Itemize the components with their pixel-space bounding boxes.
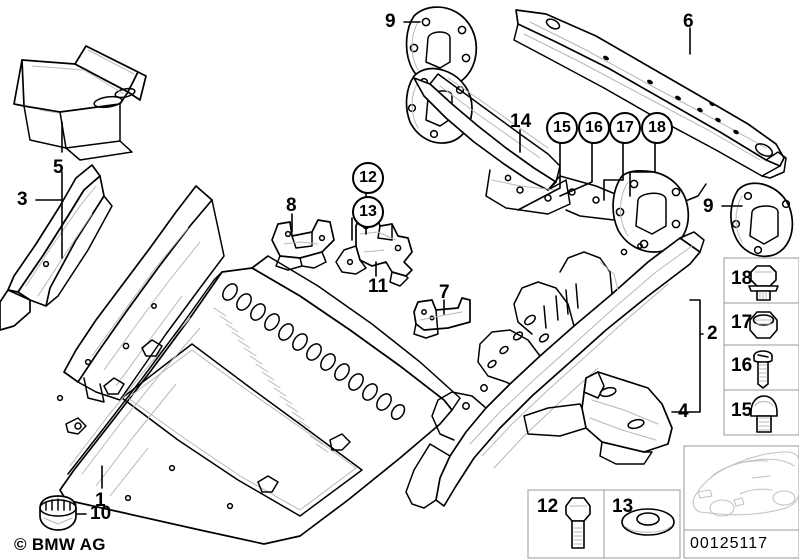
- callout-17-circled: 17: [609, 112, 641, 144]
- callout-5: 5: [53, 157, 64, 178]
- leader-lines: [35, 21, 743, 515]
- callout-9-upper: 9: [385, 11, 396, 32]
- hex-flange-bolt-icon: [748, 265, 779, 301]
- callout-12-circled: 12: [352, 162, 384, 194]
- callout-16-circled: 16: [578, 112, 610, 144]
- callout-2: 2: [707, 323, 718, 344]
- hex-bolt-icon: [565, 497, 591, 549]
- callout-15-circled: 15: [546, 112, 578, 144]
- callout-7: 7: [439, 282, 450, 303]
- callout-14: 14: [510, 111, 532, 132]
- callout-3: 3: [17, 189, 28, 210]
- round-head-bolt-icon: [750, 395, 778, 433]
- fastener-legend-bottom-frame: [527, 489, 681, 559]
- part-10-grommet-clip: [39, 495, 77, 531]
- part-8-small-bracket-left: [271, 219, 335, 271]
- legend-num-16: 16: [731, 355, 753, 376]
- left-rail-lower-section: [0, 289, 31, 331]
- part-7-small-bracket-right: [413, 297, 471, 339]
- bmw-copyright: © BMW AG: [14, 535, 106, 554]
- legend-num-12: 12: [537, 496, 559, 517]
- legend-num-17: 17: [731, 312, 753, 333]
- hex-nut-icon: [749, 311, 778, 339]
- part-1-floor-panel: [56, 255, 461, 545]
- callout-9-right: 9: [703, 196, 714, 217]
- callout-10: 10: [90, 503, 112, 524]
- washer-icon: [621, 508, 675, 536]
- part-9-mounting-plate-upper: [405, 6, 478, 88]
- slotted-screw-icon: [753, 350, 773, 389]
- legend-num-13: 13: [612, 496, 634, 517]
- lightening-holes: [222, 283, 406, 420]
- fastener-legend-right-frame: [723, 257, 799, 436]
- car-silhouette-icon: [683, 445, 799, 559]
- part-2-right-side-member: [405, 231, 705, 509]
- part-3-left-side-member: [7, 164, 113, 307]
- legend-num-15: 15: [731, 400, 753, 421]
- diagram-id: 00125117: [690, 535, 768, 552]
- callout-8: 8: [286, 195, 297, 216]
- part-3-rocker-panel: [63, 185, 225, 403]
- legend-num-18: 18: [731, 268, 753, 289]
- part-5-reinforcement-plate: [13, 45, 147, 161]
- callout-6: 6: [683, 11, 694, 32]
- part-4-support-bracket: [523, 371, 673, 465]
- part-11-center-bracket: [335, 201, 413, 287]
- part-14-rear-axle-carrier: [413, 73, 707, 221]
- callout-11: 11: [368, 276, 389, 297]
- callout-13-circled: 13: [352, 196, 384, 228]
- callout-1: 1: [95, 490, 106, 511]
- callout-18-circled: 18: [641, 112, 673, 144]
- callout-4: 4: [678, 401, 689, 422]
- part-9-mounting-plate-far-right: [730, 182, 794, 258]
- part-6-crossmember: [513, 9, 787, 179]
- part-9-mounting-plate-right: [612, 169, 690, 253]
